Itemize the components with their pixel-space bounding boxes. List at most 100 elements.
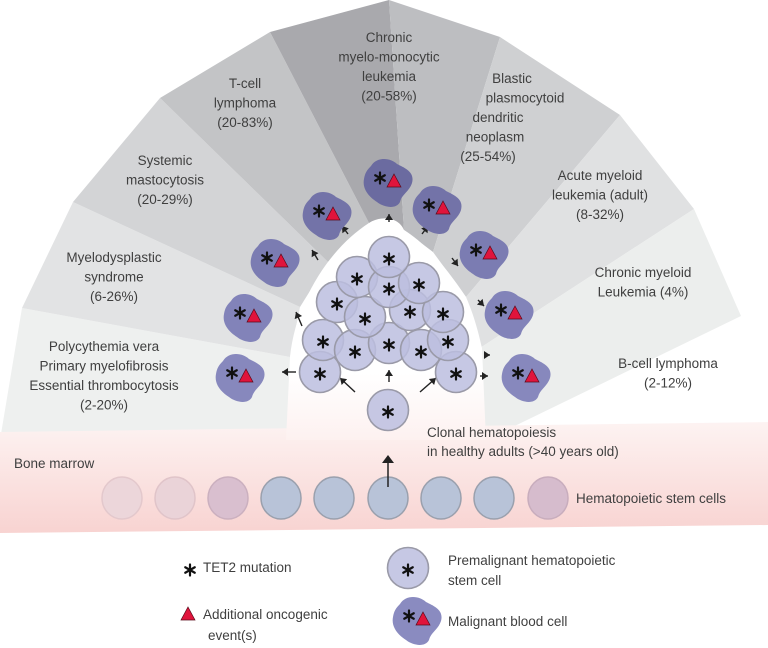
tet2-mutation-icon xyxy=(402,566,414,574)
tet2-mutation-icon xyxy=(495,306,507,314)
tet2-mutation-icon xyxy=(403,612,415,620)
disease-label: Chronic myeloid xyxy=(595,265,692,280)
disease-segment xyxy=(466,115,694,348)
tet2-mutation-icon xyxy=(374,174,386,182)
premalignant-cell xyxy=(301,318,345,362)
hematopoietic-stem-cell xyxy=(154,476,196,520)
tet2-mutation-icon xyxy=(423,201,435,209)
tet2-mutation-icon xyxy=(413,281,425,289)
premalignant-cell xyxy=(397,261,441,305)
disease-label: (20-29%) xyxy=(137,192,193,207)
stem-cells-label: Hematopoietic stem cells xyxy=(576,491,726,506)
tet2-mutation-icon xyxy=(415,348,427,356)
arrow-icon xyxy=(476,298,485,307)
disease-label: (20-58%) xyxy=(361,89,417,104)
tet2-mutation-icon xyxy=(261,254,273,262)
hematopoietic-stem-cell xyxy=(101,476,143,520)
tet2-mutation-icon xyxy=(383,285,395,293)
disease-segment xyxy=(0,308,290,440)
arrow-icon xyxy=(419,377,437,393)
tet2-mutation-icon xyxy=(383,341,395,349)
malignant-cell xyxy=(250,239,300,287)
disease-label: dendritic xyxy=(472,110,523,125)
oncogenic-event-icon xyxy=(180,606,196,621)
legend-premalignant-label-2: stem cell xyxy=(448,573,501,588)
malignant-cell xyxy=(484,291,534,339)
malignant-cell xyxy=(223,294,273,342)
disease-label: Systemic xyxy=(138,153,193,168)
premalignant-cell xyxy=(367,235,411,279)
clonal-hematopoiesis-label: Clonal hematopoiesis xyxy=(427,425,556,440)
malignant-cell xyxy=(302,192,352,240)
arrow-icon xyxy=(451,257,459,267)
tet2-mutation-icon xyxy=(442,338,454,346)
tet2-mutation-icon xyxy=(331,300,343,308)
arrow-icon xyxy=(385,214,393,222)
legend-oncogenic-label-2: event(s) xyxy=(208,628,257,643)
legend: TET2 mutation Additional oncogenic event… xyxy=(180,546,616,645)
hematopoietic-stem-cell xyxy=(260,476,302,520)
malignant-cell xyxy=(412,186,462,234)
disease-label: Primary myelofibrosis xyxy=(39,359,168,374)
tet2-mutation-icon xyxy=(226,369,238,377)
disease-label: Polycythemia vera xyxy=(49,339,160,354)
legend-tet2-label: TET2 mutation xyxy=(203,560,292,575)
tet2-mutation-icon xyxy=(313,207,325,215)
tet2-mutation-icon xyxy=(317,338,329,346)
tet2-mutation-icon xyxy=(404,308,416,316)
premalignant-cell xyxy=(421,290,465,334)
tet2-mutation-icon xyxy=(382,408,394,416)
arrow-icon xyxy=(480,372,488,380)
tet2-mutation-icon xyxy=(314,370,326,378)
oncogenic-event-icon xyxy=(246,308,262,323)
oncogenic-event-icon xyxy=(325,206,341,221)
oncogenic-event-icon xyxy=(273,253,289,268)
premalignant-cell xyxy=(434,350,478,394)
disease-label: Myelodysplastic xyxy=(66,250,162,265)
malignant-cell xyxy=(459,231,509,279)
legend-premalignant-label: Premalignant hematopoietic xyxy=(448,553,616,568)
tet2-mutation-icon xyxy=(359,315,371,323)
clonal-hematopoiesis-label-2: in healthy adults (>40 years old) xyxy=(427,444,619,459)
arrow-icon xyxy=(311,249,319,261)
disease-label: neoplasm xyxy=(466,130,525,145)
disease-label: Chronic xyxy=(366,30,413,45)
arrow-icon xyxy=(339,377,356,393)
premalignant-cell xyxy=(335,255,379,299)
malignant-cell xyxy=(363,159,413,207)
premalignant-cell xyxy=(333,328,377,372)
legend-malignant-label: Malignant blood cell xyxy=(448,614,567,629)
oncogenic-event-icon xyxy=(386,173,402,188)
malignant-cell xyxy=(501,354,551,402)
disease-label: Blastic xyxy=(492,71,532,86)
disease-label: Acute myeloid xyxy=(558,168,643,183)
hematopoietic-stem-cell xyxy=(207,476,249,520)
disease-label: leukemia (adult) xyxy=(552,188,648,203)
cells xyxy=(101,159,569,520)
disease-label: lymphoma xyxy=(214,96,277,111)
disease-label: Essential thrombocytosis xyxy=(29,378,179,393)
hematopoietic-stem-cell xyxy=(420,476,462,520)
disease-segment xyxy=(389,0,500,252)
tet2-mutation-icon xyxy=(351,275,363,283)
disease-label: (20-83%) xyxy=(217,115,273,130)
disease-label: (2-12%) xyxy=(644,376,692,391)
disease-label: (25-54%) xyxy=(460,149,516,164)
hematopoietic-stem-cell xyxy=(313,476,355,520)
disease-label: myelo-monocytic xyxy=(338,50,440,65)
premalignant-cell xyxy=(366,388,410,432)
tet2-mutation-icon xyxy=(383,255,395,263)
oncogenic-event-icon xyxy=(524,368,540,383)
disease-label: T-cell xyxy=(229,76,261,91)
oncogenic-event-icon xyxy=(238,368,254,383)
disease-label: (2-20%) xyxy=(80,398,128,413)
disease-label: B-cell lymphoma xyxy=(618,356,718,371)
tet2-mutation-icon xyxy=(234,309,246,317)
arrow-icon xyxy=(294,311,303,327)
disease-label: syndrome xyxy=(84,270,143,285)
disease-label: mastocytosis xyxy=(126,173,204,188)
disease-label: Leukemia (4%) xyxy=(598,285,689,300)
tet2-mutation-icon xyxy=(470,246,482,254)
